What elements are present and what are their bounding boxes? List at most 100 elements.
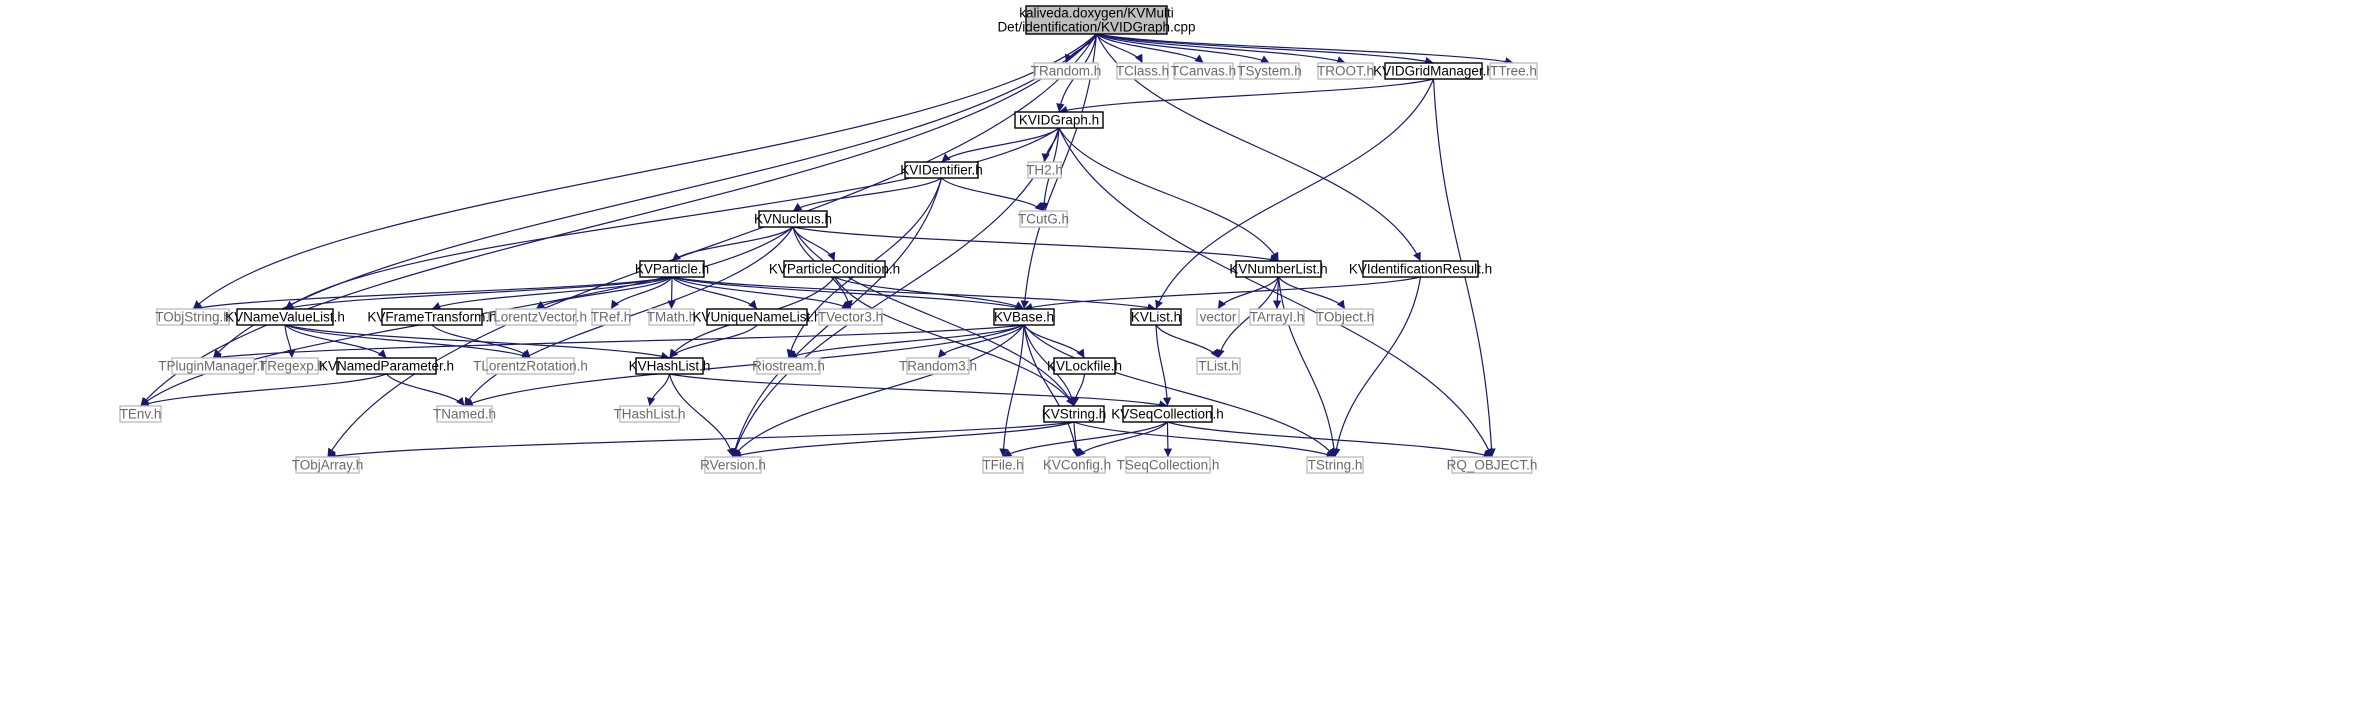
root-node-kvidgraph-cpp: kaliveda.doxygen/KVMultiDet/identificati…: [997, 5, 1196, 35]
node-box: [904, 161, 979, 179]
node-label: TRandom3.h: [899, 359, 977, 374]
node-kvidentificationresult-h[interactable]: KVIdentificationResult.h: [1349, 260, 1492, 278]
node-tarrayi-h: TArrayI.h: [1249, 308, 1305, 326]
node-label: KVNucleus.h: [754, 212, 832, 227]
node-label: RQ_OBJECT.h: [1447, 458, 1538, 473]
edge-kvparticle-h-to-kvuniquenamelist-h: [671, 276, 758, 310]
node-kvidgraph-h[interactable]: KVIDGraph.h: [1014, 111, 1104, 129]
file-nodes: kaliveda.doxygen/KVMultiDet/identificati…: [119, 5, 1538, 474]
node-box: [591, 308, 631, 326]
node-box: [1316, 308, 1374, 326]
node-tobjarray-h: TObjArray.h: [292, 456, 363, 474]
node-label: TCanvas.h: [1171, 64, 1236, 79]
node-kvparticle-h[interactable]: KVParticle.h: [635, 260, 709, 278]
node-kvlist-h[interactable]: KVList.h: [1130, 308, 1182, 326]
node-troot-h: TROOT.h: [1317, 62, 1374, 80]
node-box: [1239, 62, 1300, 80]
node-kvbase-h[interactable]: KVBase.h: [993, 308, 1055, 326]
node-label: TSeqCollection.h: [1117, 458, 1220, 473]
node-rq-object-h: RQ_OBJECT.h: [1447, 456, 1538, 474]
node-th2-h: TH2.h: [1026, 161, 1063, 179]
node-box: [1014, 111, 1104, 129]
node-label: KVNameValueList.h: [225, 310, 345, 325]
node-kvnucleus-h[interactable]: KVNucleus.h: [754, 210, 832, 228]
edge-root-to-tenv-h: [140, 33, 1097, 407]
node-kvseqcollection-h[interactable]: KVSeqCollection.h: [1111, 405, 1224, 423]
edge-kvnamevaluelist-h-to-tregexp-h: [284, 324, 296, 359]
node-label: TROOT.h: [1317, 64, 1374, 79]
edge-kvlist-h-to-kvseqcollection-h: [1155, 324, 1172, 407]
edge-kvnamedparameter-h-to-tenv-h: [140, 373, 387, 407]
node-box: [1306, 456, 1364, 474]
node-label: KVParticleCondition.h: [769, 262, 900, 277]
edge-root-to-tclass-h: [1095, 33, 1144, 64]
edge-kvhashlist-h-to-thashlist-h: [647, 373, 671, 407]
node-kvuniquenamelist-h[interactable]: KVUniqueNameList.h: [692, 308, 822, 326]
edge-kvbase-h-to-tfile-h: [999, 324, 1025, 458]
node-box: [1048, 456, 1106, 474]
edge-kvidentificationresult-h-to-kvbase-h: [1023, 276, 1421, 312]
node-box: [1027, 161, 1062, 179]
node-label: THashList.h: [613, 407, 685, 422]
node-kvhashlist-h[interactable]: KVHashList.h: [629, 357, 711, 375]
edge-kvparticle-h-to-tmath-h: [667, 276, 676, 310]
node-rversion-h: RVersion.h: [700, 456, 766, 474]
node-box: [1025, 5, 1168, 35]
node-box: [1122, 405, 1213, 423]
node-trandom-h: TRandom.h: [1031, 62, 1101, 80]
node-label: KVNumberList.h: [1229, 262, 1327, 277]
node-kvstring-h[interactable]: KVString.h: [1042, 405, 1107, 423]
node-kvparticlecondition-h[interactable]: KVParticleCondition.h: [769, 260, 900, 278]
node-vector: vector: [1196, 308, 1240, 326]
node-kvidgridmanager-h[interactable]: KVIDGridManager.h: [1373, 62, 1494, 80]
node-label: Riostream.h: [752, 359, 825, 374]
edge-kvbase-h-to-tnamed-h: [464, 324, 1025, 407]
edge-kvbase-h-to-rversion-h: [732, 324, 1025, 458]
node-tseqcollection-h: TSeqCollection.h: [1117, 456, 1220, 474]
node-box: [486, 357, 575, 375]
node-box: [1362, 260, 1479, 278]
node-tvector3-h: TVector3.h: [818, 308, 883, 326]
edge-kvparticle-h-to-kvframetransform-h: [431, 276, 673, 310]
node-box: [495, 308, 577, 326]
node-kvnumberlist-h[interactable]: KVNumberList.h: [1229, 260, 1328, 278]
node-label: KVList.h: [1131, 310, 1181, 325]
node-kvidentifier-h[interactable]: KVIDentifier.h: [900, 161, 983, 179]
node-tregexp-h: TRegexp.h: [259, 357, 325, 375]
node-kvnamedparameter-h[interactable]: KVNamedParameter.h: [319, 357, 454, 375]
node-label: kaliveda.doxygen/KVMulti: [1019, 6, 1174, 21]
node-label: KVIDentifier.h: [900, 163, 983, 178]
node-kvlockfile-h[interactable]: KVLockfile.h: [1047, 357, 1122, 375]
edge-kvhashlist-h-to-kvseqcollection-h: [669, 373, 1168, 409]
node-label: KVConfig.h: [1043, 458, 1111, 473]
node-label: TObjString.h: [155, 310, 231, 325]
node-tpluginmanager-h: TPluginManager.h: [158, 357, 268, 375]
node-box: [1489, 62, 1538, 80]
node-box: [704, 456, 762, 474]
node-box: [265, 357, 319, 375]
node-box: [295, 456, 360, 474]
node-label: TFile.h: [982, 458, 1023, 473]
edge-root-to-tsystem-h: [1096, 33, 1270, 64]
node-label: KVHashList.h: [629, 359, 711, 374]
edge-kvnumberlist-h-to-tobject-h: [1278, 276, 1346, 310]
edge-root-to-tobjarray-h: [326, 33, 1098, 458]
node-label: KVString.h: [1042, 407, 1107, 422]
edge-kvparticle-h-to-tlorentzvector-h: [535, 276, 673, 310]
node-label: TEnv.h: [120, 407, 162, 422]
edge-kvparticlecondition-h-to-kvbase-h: [834, 276, 1025, 310]
node-kvframetransform-h[interactable]: KVFrameTransform.h: [367, 308, 497, 326]
node-box: [758, 210, 828, 228]
node-label: KVFrameTransform.h: [367, 310, 496, 325]
node-box: [1235, 260, 1322, 278]
edge-kvparticle-h-to-tref-h: [610, 276, 673, 310]
node-box: [639, 260, 705, 278]
edge-kvnucleus-h-to-kvstring-h: [792, 226, 1075, 407]
node-box: [1019, 210, 1068, 228]
node-trandom3-h: TRandom3.h: [899, 357, 977, 375]
node-label: KVNamedParameter.h: [319, 359, 454, 374]
node-riostream-h: Riostream.h: [752, 357, 825, 375]
node-kvnamevaluelist-h[interactable]: KVNameValueList.h: [225, 308, 345, 326]
edge-kvnamevaluelist-h-to-kvhashlist-h: [284, 324, 670, 360]
node-tsystem-h: TSystem.h: [1237, 62, 1302, 80]
